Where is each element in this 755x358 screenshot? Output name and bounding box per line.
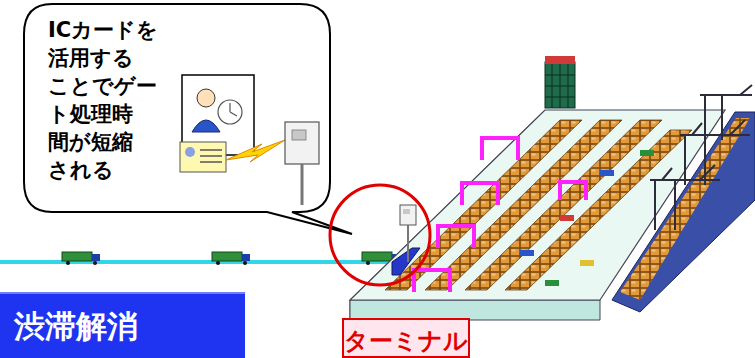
highlight-circle: [330, 185, 430, 285]
road-truck: [242, 254, 250, 261]
yard-vehicle: [560, 215, 574, 221]
signal-bolt: [226, 140, 285, 162]
ship: [620, 118, 750, 300]
office-building: [545, 56, 575, 64]
transfer-crane: [438, 226, 474, 248]
container-stack: [385, 120, 692, 290]
container-stack: [505, 130, 692, 290]
gate: [392, 248, 420, 275]
gantry-crane: [680, 120, 750, 185]
node-text: 渋滞解消: [14, 306, 138, 348]
gate-clerk: [182, 75, 254, 155]
bubble-outline: [24, 4, 352, 234]
container-stack: [465, 120, 662, 290]
callout-bubble: ICカードを 活用する ことでゲー ト処理時 間が短縮 される: [22, 2, 332, 214]
ic-card: [185, 147, 195, 157]
gate-clerk: [192, 120, 220, 132]
road-truck: [66, 261, 70, 265]
ic-card: [180, 142, 226, 172]
yard-vehicle: [520, 250, 534, 256]
gate-clerk: [182, 75, 254, 155]
road-truck: [93, 261, 97, 265]
transfer-crane: [414, 138, 586, 292]
terminal-label: ターミナル: [342, 318, 470, 358]
gate: [392, 248, 420, 275]
yard-vehicle: [600, 170, 614, 176]
yard-vehicle: [520, 150, 654, 286]
gate-clerk: [197, 89, 215, 107]
road-truck: [243, 261, 247, 265]
ic-card: [180, 142, 226, 172]
gate-reader: [400, 205, 416, 262]
gate-reader: [407, 225, 409, 262]
terminal-platform: [350, 300, 600, 320]
card-reader: [292, 130, 306, 140]
yard-vehicle: [545, 280, 559, 286]
node-text: ICカードを 活用する ことでゲー ト処理時 間が短縮 される: [48, 16, 173, 184]
road-truck: [362, 252, 392, 261]
road-truck: [212, 252, 242, 261]
gate-clerk: [230, 103, 237, 116]
yard-vehicle: [640, 150, 654, 156]
highlight-circle: [330, 185, 430, 285]
office-building: [545, 56, 575, 108]
node-text: ターミナル: [344, 325, 468, 357]
road-truck: [92, 254, 100, 261]
gate-reader: [403, 209, 410, 214]
title-band: 渋滞解消: [0, 292, 245, 358]
road: [0, 260, 395, 264]
gantry-crane: [650, 85, 752, 230]
transfer-crane: [482, 138, 518, 160]
road-truck: [62, 252, 400, 265]
road-truck: [62, 252, 92, 261]
card-reader: [301, 164, 304, 205]
transfer-crane: [560, 182, 586, 200]
road: [0, 262, 395, 263]
gate-clerk: [218, 100, 242, 124]
road-truck: [366, 261, 370, 265]
office-building: [545, 62, 575, 108]
transfer-crane: [462, 183, 498, 205]
gate-reader: [400, 205, 416, 225]
yard-vehicle: [580, 260, 594, 266]
transfer-crane: [414, 270, 450, 292]
card-reader: [285, 122, 319, 205]
ic-card: [200, 150, 222, 162]
road-truck: [216, 261, 220, 265]
signal-bolt: [226, 140, 285, 162]
gantry-crane: [700, 85, 752, 140]
office-building: [545, 64, 575, 108]
card-reader: [285, 122, 319, 164]
